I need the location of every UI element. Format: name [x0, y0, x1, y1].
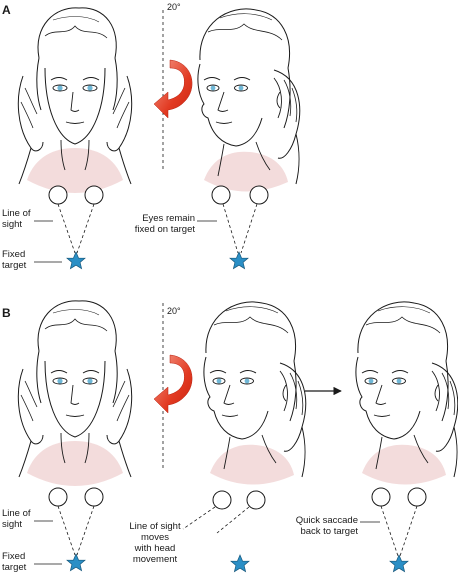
eyeball	[249, 185, 269, 205]
panel-b	[17, 300, 458, 572]
face-turned-a	[197, 8, 301, 193]
face-front-a	[17, 7, 133, 194]
star-icon	[66, 251, 86, 269]
eyeball	[48, 487, 68, 507]
label-line-of-sight-b: Line of sight	[2, 508, 31, 530]
gaze-right-a	[197, 185, 269, 269]
gaze-left-a	[34, 185, 104, 269]
star-icon	[389, 554, 409, 572]
curved-arrow-icon	[153, 354, 193, 414]
line-of-sight	[399, 505, 418, 557]
star-icon	[229, 251, 249, 269]
panel-letter-b: B	[2, 306, 11, 320]
line-of-sight	[380, 505, 399, 557]
label-quick-saccade: Quick saccade back to target	[295, 515, 358, 537]
line-of-sight	[57, 203, 76, 254]
label-fixed-target-b: Fixed target	[2, 551, 27, 573]
gaze-left-b	[34, 487, 104, 571]
label-moves-with-head: Line of sight moves with head movement	[129, 521, 181, 565]
line-of-sight	[57, 505, 76, 556]
line-of-sight	[182, 506, 216, 530]
angle-label-a: 20°	[167, 2, 181, 12]
label-eyes-remain: Eyes remain fixed on target	[134, 213, 195, 235]
eyeball	[371, 487, 391, 507]
curved-arrow-icon	[153, 59, 193, 119]
gaze-right-b	[360, 487, 427, 572]
panel-a	[17, 7, 301, 269]
line-of-sight	[76, 203, 95, 254]
eyeball	[212, 490, 232, 510]
panel-letter-a: A	[2, 3, 11, 17]
line-of-sight	[240, 203, 258, 254]
gaze-middle-b	[182, 490, 266, 572]
eyeball	[84, 487, 104, 507]
label-line-of-sight-a: Line of sight	[2, 208, 31, 230]
line-of-sight	[222, 203, 239, 254]
label-fixed-target-a: Fixed target	[2, 249, 27, 271]
face-turned-b	[203, 301, 307, 486]
eyeball	[407, 487, 427, 507]
eyeball	[246, 490, 266, 510]
face-front-b	[17, 300, 133, 487]
eyeball	[48, 185, 68, 205]
star-icon	[66, 553, 86, 571]
angle-label-b: 20°	[167, 306, 181, 316]
eyeball	[211, 185, 231, 205]
line-of-sight	[216, 506, 250, 534]
face-saccade-b	[355, 301, 458, 486]
star-icon	[230, 554, 250, 572]
eyeball	[84, 185, 104, 205]
line-of-sight	[76, 505, 95, 556]
